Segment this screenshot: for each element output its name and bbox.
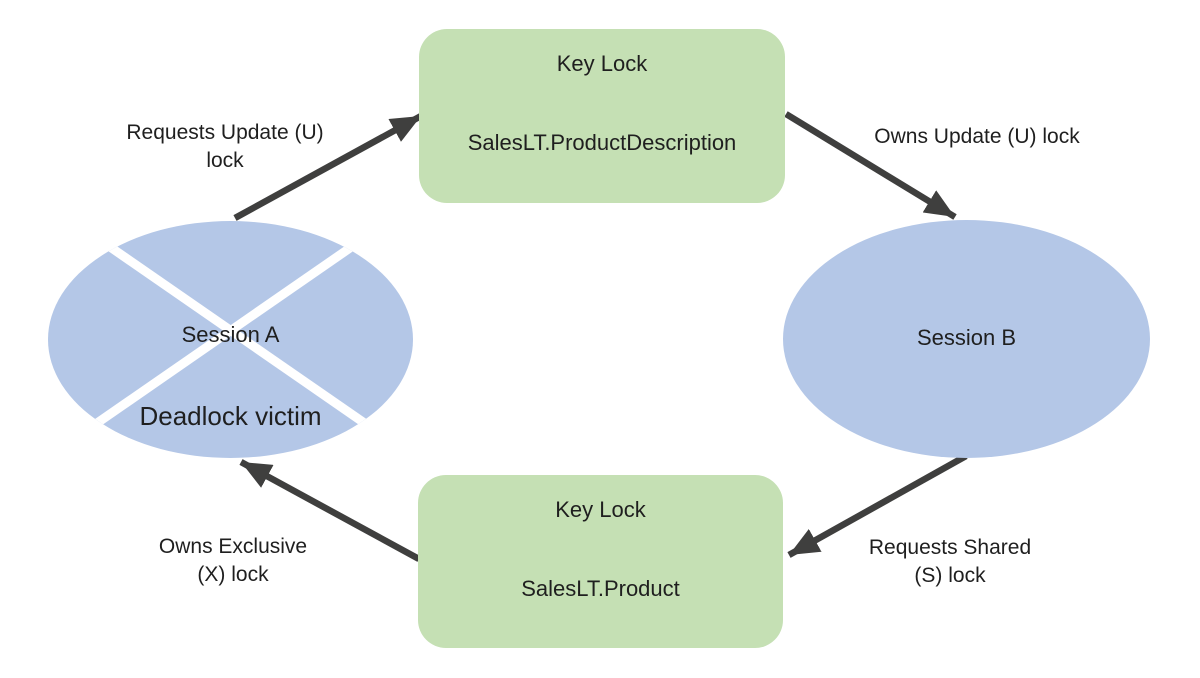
session-b-node: Session B	[783, 220, 1150, 458]
deadlock-victim-label: Deadlock victim	[139, 401, 322, 431]
edge-label-line: (X) lock	[197, 563, 269, 586]
edge-label-owns-exclusive: Owns Exclusive (X) lock	[83, 533, 383, 589]
edge-label-requests-shared: Requests Shared (S) lock	[800, 534, 1100, 590]
edge-label-line: Owns Exclusive	[158, 535, 308, 558]
edge-label-line: Owns Update (U) lock	[874, 125, 1080, 148]
session-b-label: Session B	[916, 325, 1017, 350]
key-lock-product-node: Key Lock SalesLT.Product	[418, 475, 783, 648]
session-a-node: Session A Deadlock victim	[48, 221, 413, 458]
edge-label-owns-update: Owns Update (U) lock	[817, 123, 1137, 151]
edge-label-requests-update: Requests Update (U) lock	[75, 119, 375, 175]
lock-resource-label: SalesLT.ProductDescription	[467, 130, 737, 155]
edge-label-line: (S) lock	[914, 564, 986, 587]
lock-resource-label: SalesLT.Product	[521, 576, 680, 601]
key-lock-product-description-node: Key Lock SalesLT.ProductDescription	[419, 29, 785, 203]
session-a-label: Session A	[181, 322, 280, 347]
edge-label-line: Requests Shared	[868, 536, 1032, 559]
lock-kind-label: Key Lock	[556, 51, 648, 76]
edge-label-line: Requests Update (U)	[126, 121, 324, 144]
edge-label-line: lock	[206, 149, 244, 172]
lock-kind-label: Key Lock	[555, 497, 646, 522]
